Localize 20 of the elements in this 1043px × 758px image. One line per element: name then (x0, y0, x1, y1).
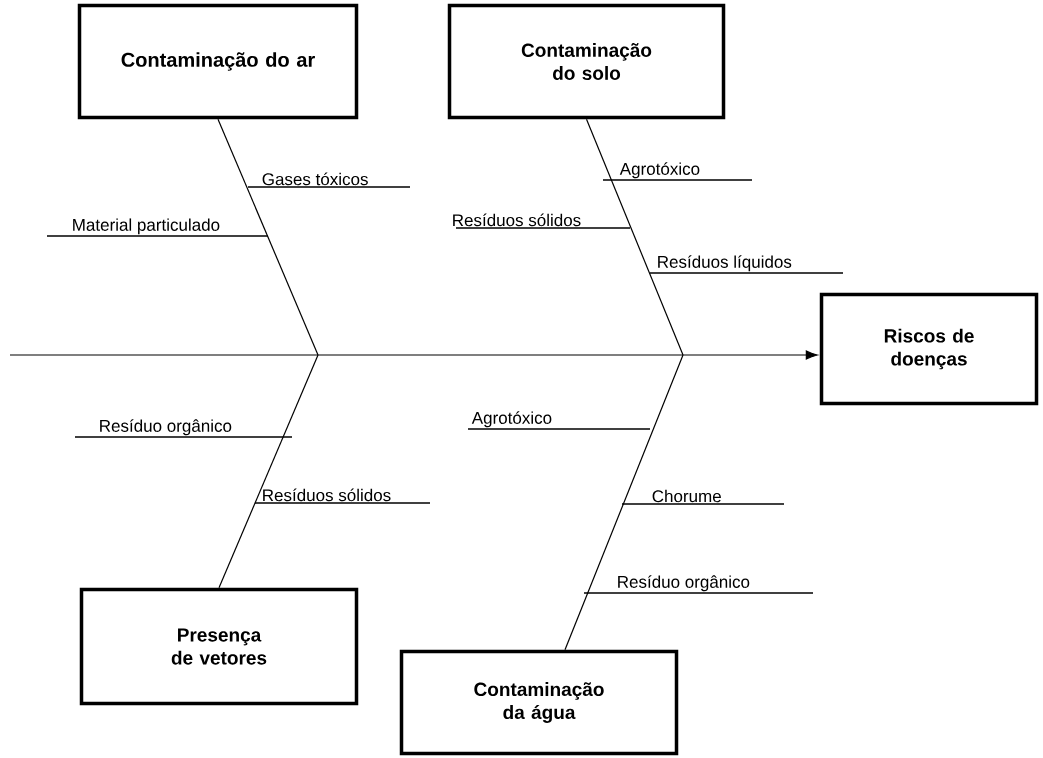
cause-label: Resíduo orgânico (583, 575, 814, 594)
category-box: Contaminação da água (399, 649, 679, 756)
cause-label: Agrotóxico (467, 411, 651, 430)
cause-label: Resíduos líquidos (649, 255, 844, 274)
cause-label: Agrotóxico (602, 162, 753, 181)
cause-label: Chorume (621, 489, 785, 505)
cause-label: Resíduo orgânico (74, 419, 293, 438)
bone-line (218, 354, 319, 589)
category-box: Contaminação do solo (447, 3, 726, 120)
category-box: Presença de vetores (79, 587, 359, 706)
bone-line (217, 118, 319, 356)
cause-label: Gases tóxicos (247, 172, 411, 188)
cause-label: Material particulado (46, 218, 269, 237)
bone-line (564, 354, 684, 651)
cause-label: Resíduos sólidos (254, 488, 431, 504)
category-box: Contaminação do ar (77, 3, 359, 120)
bone-line (585, 118, 684, 356)
category-box: Riscos de doenças (819, 292, 1039, 406)
cause-label: Resíduos sólidos (453, 213, 631, 229)
arrow (9, 350, 818, 360)
